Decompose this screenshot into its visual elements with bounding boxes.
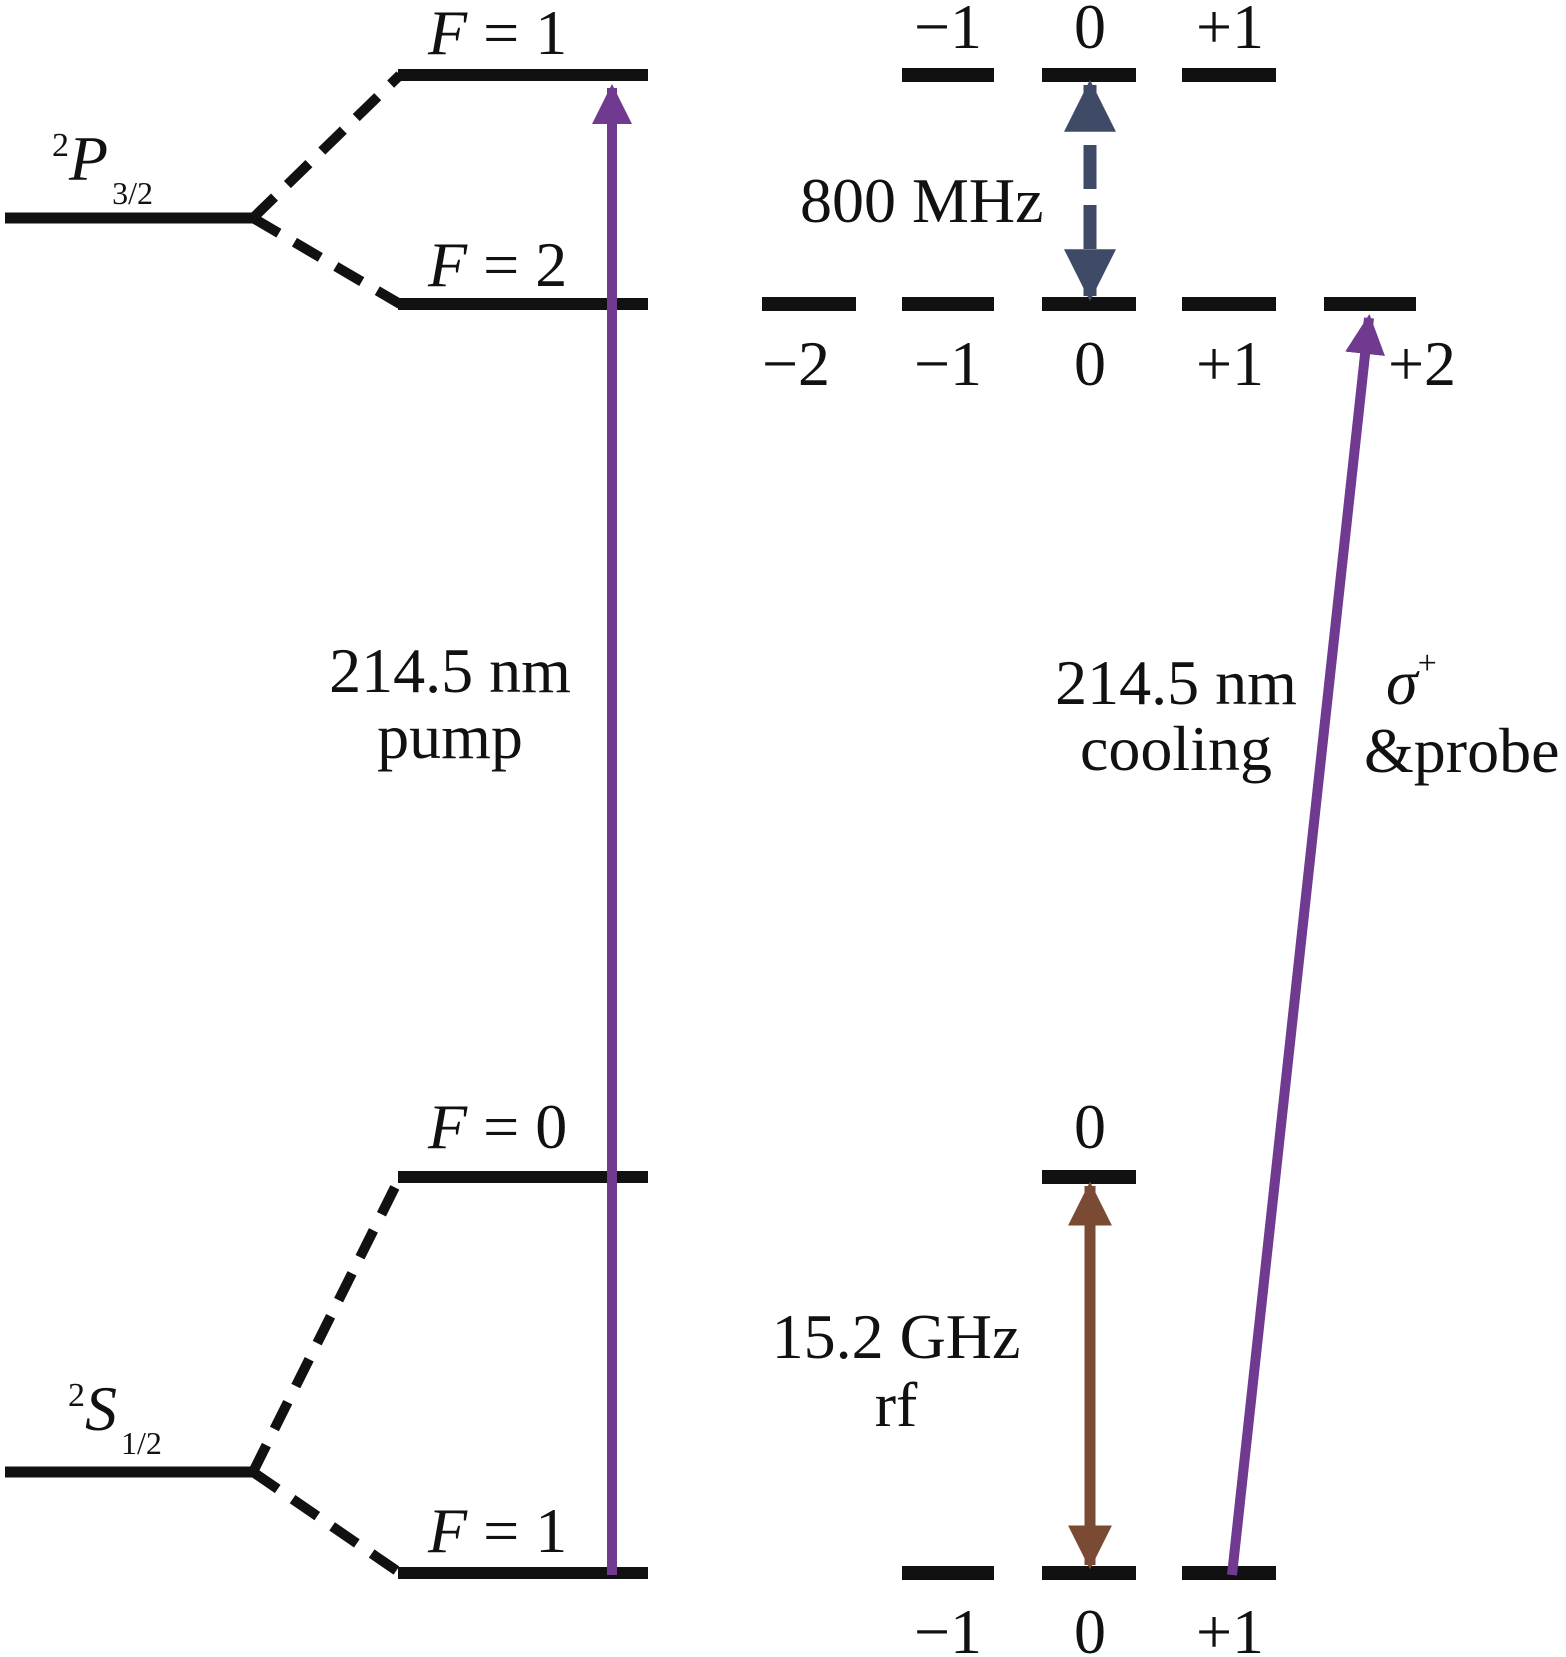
rf-label-line1: 15.2 GHz <box>772 1301 1021 1372</box>
m-label: 0 <box>1074 1596 1106 1657</box>
m-label: +1 <box>1196 0 1264 62</box>
f-label-s-f0: F = 0 <box>427 1091 567 1162</box>
m-label: 0 <box>1074 0 1106 62</box>
s12-connector-down <box>250 1467 403 1578</box>
m-label: +2 <box>1388 328 1456 399</box>
m-label: −1 <box>914 1596 982 1657</box>
m-label: +1 <box>1196 1596 1264 1657</box>
p32-connector-up <box>249 71 404 222</box>
m-label: +1 <box>1196 328 1264 399</box>
m-label: 0 <box>1074 328 1106 399</box>
m-label: −2 <box>762 328 830 399</box>
m-label: 0 <box>1074 1091 1106 1162</box>
probe-label: &probe <box>1364 715 1560 786</box>
f-label-p-f1: F = 1 <box>427 0 567 68</box>
pump-label-line1: 214.5 nm <box>329 635 571 706</box>
p32-connector-down <box>250 213 403 309</box>
p32-manifold <box>5 69 648 310</box>
m-label: −1 <box>914 328 982 399</box>
f-label-s-f1: F = 1 <box>427 1495 567 1566</box>
polarization-label: σ+ <box>1386 645 1437 718</box>
s12-connector-up <box>248 1174 405 1475</box>
cooling-label-line2: cooling <box>1080 713 1272 784</box>
pump-label-line2: pump <box>377 701 523 772</box>
f-label-p-f2: F = 2 <box>427 229 567 300</box>
cooling-label-line1: 214.5 nm <box>1055 647 1297 718</box>
s12-manifold <box>5 1171 648 1579</box>
m-label: −1 <box>914 0 982 62</box>
hyperfine-splitting-label: 800 MHz <box>800 165 1044 236</box>
cooling-arrow <box>1227 314 1385 1576</box>
rf-label-line2: rf <box>875 1369 918 1440</box>
